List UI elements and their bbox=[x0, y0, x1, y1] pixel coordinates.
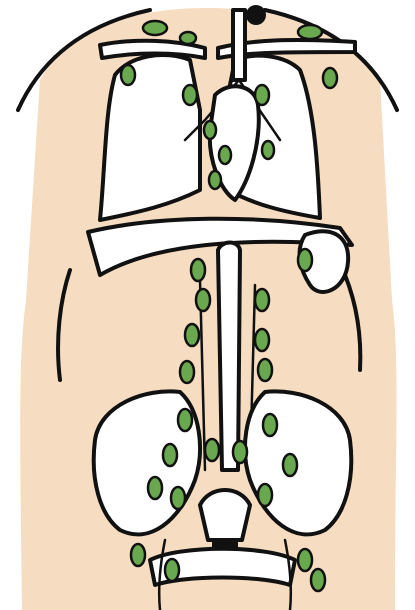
esophagus-top bbox=[246, 5, 266, 25]
lymph-node bbox=[258, 359, 272, 381]
lymph-node bbox=[262, 141, 274, 159]
sacrum bbox=[200, 490, 250, 540]
lymph-node bbox=[163, 444, 177, 466]
lymph-node bbox=[148, 477, 162, 499]
lymph-node bbox=[258, 484, 272, 506]
lymph-node bbox=[191, 259, 205, 281]
lymph-node bbox=[323, 68, 337, 88]
lymph-node bbox=[233, 441, 247, 463]
lymph-node bbox=[298, 25, 322, 39]
lymph-node bbox=[298, 549, 312, 571]
lymph-node bbox=[283, 454, 297, 476]
lymph-node bbox=[180, 32, 196, 44]
lymph-node bbox=[165, 559, 179, 581]
lymph-node bbox=[298, 249, 312, 271]
lymph-node bbox=[121, 65, 135, 85]
lymph-node bbox=[204, 121, 216, 139]
lymph-node bbox=[143, 21, 167, 35]
left-lung bbox=[100, 55, 200, 220]
lymph-node bbox=[255, 329, 269, 351]
lymph-node bbox=[131, 544, 145, 566]
lymph-node bbox=[255, 289, 269, 311]
abdominal-aorta bbox=[218, 243, 240, 471]
lymph-node bbox=[180, 361, 194, 383]
lymph-node bbox=[205, 439, 219, 461]
trachea bbox=[233, 10, 245, 80]
lymph-node bbox=[171, 487, 185, 509]
lymph-node bbox=[255, 85, 269, 105]
lymph-node bbox=[263, 414, 277, 436]
lymph-node bbox=[183, 85, 197, 105]
lymph-node bbox=[311, 569, 325, 591]
lymph-node bbox=[219, 146, 231, 164]
lymph-node bbox=[185, 324, 199, 346]
lymph-node bbox=[209, 171, 221, 189]
lymph-node bbox=[196, 289, 210, 311]
lymph-node bbox=[178, 409, 192, 431]
